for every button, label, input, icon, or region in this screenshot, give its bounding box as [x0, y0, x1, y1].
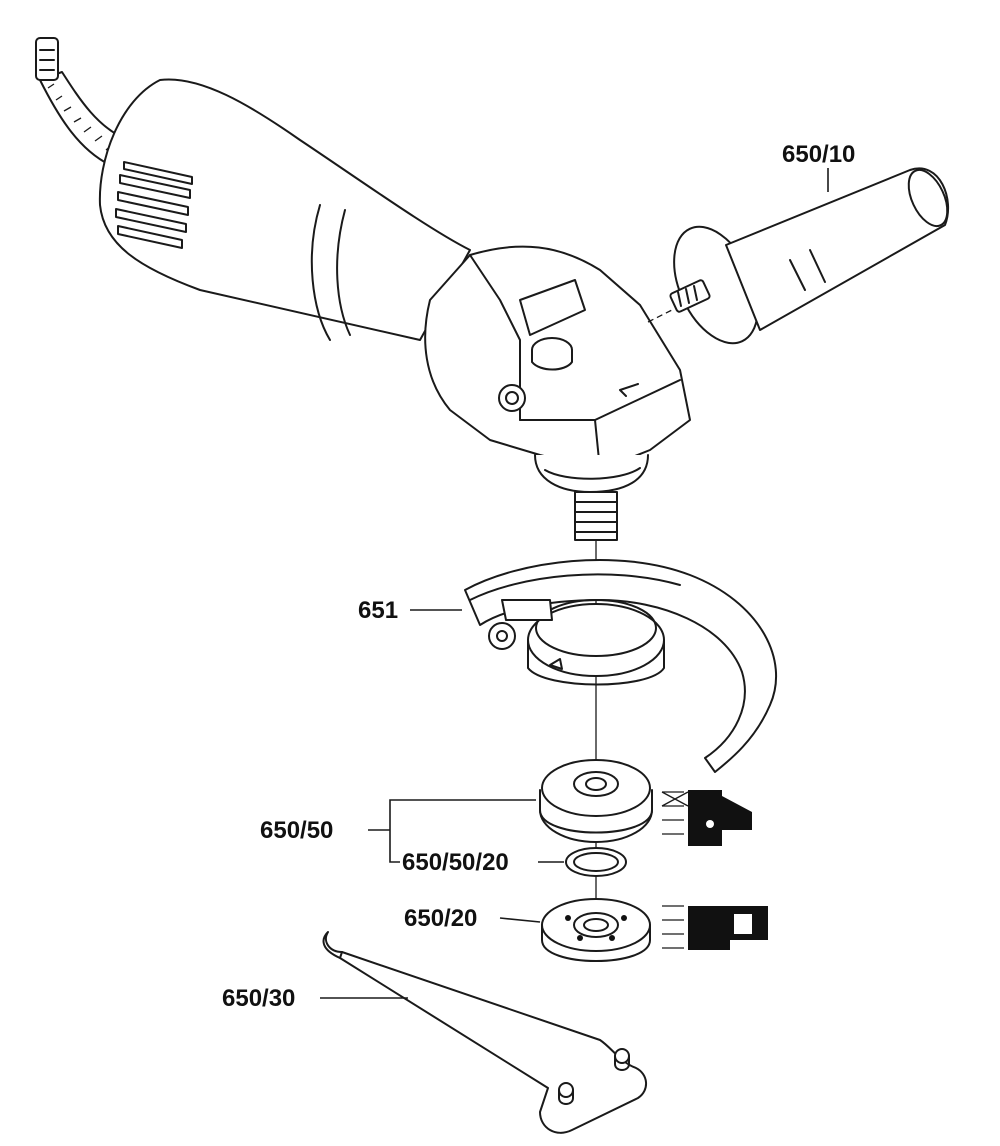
power-cord [35, 37, 129, 166]
label-650-20: 650/20 [404, 905, 477, 932]
flange-cross-section [661, 790, 752, 846]
label-650-10: 650/10 [782, 141, 855, 168]
leader-650-20 [499, 917, 541, 923]
side-handle-part [647, 167, 950, 345]
label-651: 651 [358, 597, 398, 624]
nut-cross-section [662, 905, 768, 950]
label-650-50-20: 650/50/20 [402, 849, 509, 876]
bracket-650-50 [389, 799, 536, 863]
clamping-nut-part [541, 898, 651, 962]
label-650-30: 650/30 [222, 985, 295, 1012]
spanner-wrench-part [322, 931, 647, 1134]
wheel-guard-part [464, 558, 778, 773]
o-ring-part [565, 847, 627, 877]
mounting-flange-part [539, 759, 653, 843]
grinder-body [98, 78, 691, 541]
label-650-50: 650/50 [260, 817, 333, 844]
